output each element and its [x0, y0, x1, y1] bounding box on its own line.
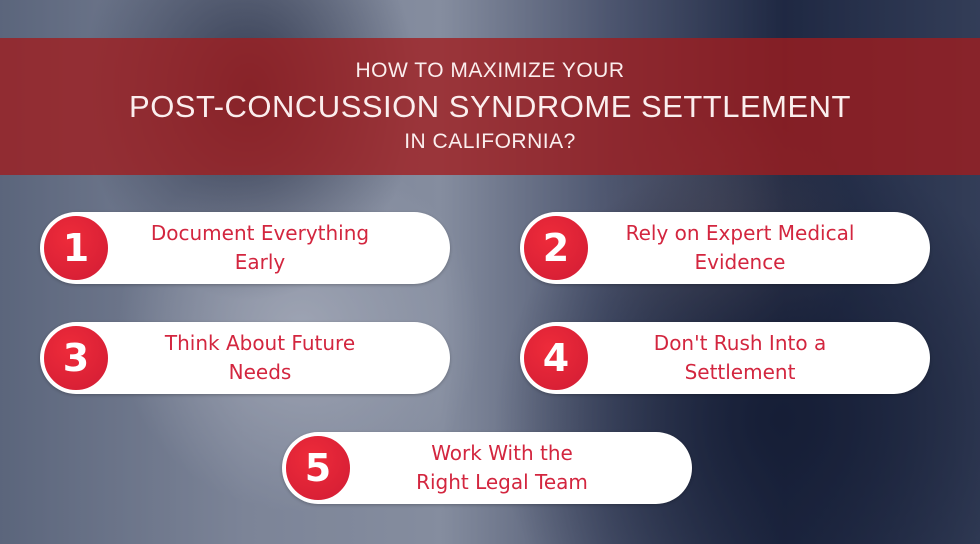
tip-card-5: 5 Work With the Right Legal Team	[282, 432, 692, 504]
tip-text-3: Think About Future Needs	[110, 322, 410, 394]
tip-card-1: 1 Document Everything Early	[40, 212, 450, 284]
tip-text-line: Right Legal Team	[416, 470, 588, 494]
tip-text-line: Needs	[228, 360, 292, 384]
tip-text-5: Work With the Right Legal Team	[352, 432, 652, 504]
tip-text-line: Don't Rush Into a	[653, 331, 827, 355]
tip-card-4: 4 Don't Rush Into a Settlement	[520, 322, 930, 394]
number-badge-2: 2	[522, 214, 590, 282]
tip-text-line: Settlement	[684, 360, 796, 384]
title-line-1: HOW TO MAXIMIZE YOUR	[355, 59, 625, 82]
tip-card-2: 2 Rely on Expert Medical Evidence	[520, 212, 930, 284]
tip-text-line: Think About Future	[164, 331, 356, 355]
tip-text-line: Evidence	[694, 250, 786, 274]
number-badge-5: 5	[284, 434, 352, 502]
title-line-3: IN CALIFORNIA?	[404, 130, 576, 153]
number-badge-1: 1	[42, 214, 110, 282]
tip-text-line: Document Everything	[150, 221, 370, 245]
number-badge-3: 3	[42, 324, 110, 392]
tip-text-4: Don't Rush Into a Settlement	[590, 322, 890, 394]
number-badge-4: 4	[522, 324, 590, 392]
tip-text-2: Rely on Expert Medical Evidence	[590, 212, 890, 284]
tip-text-line: Work With the	[431, 441, 573, 465]
tip-text-line: Early	[234, 250, 286, 274]
tip-text-1: Document Everything Early	[110, 212, 410, 284]
tip-card-3: 3 Think About Future Needs	[40, 322, 450, 394]
title-line-2: POST-CONCUSSION SYNDROME SETTLEMENT	[129, 89, 851, 124]
title-banner: HOW TO MAXIMIZE YOUR POST-CONCUSSION SYN…	[0, 38, 980, 175]
tip-text-line: Rely on Expert Medical	[625, 221, 855, 245]
